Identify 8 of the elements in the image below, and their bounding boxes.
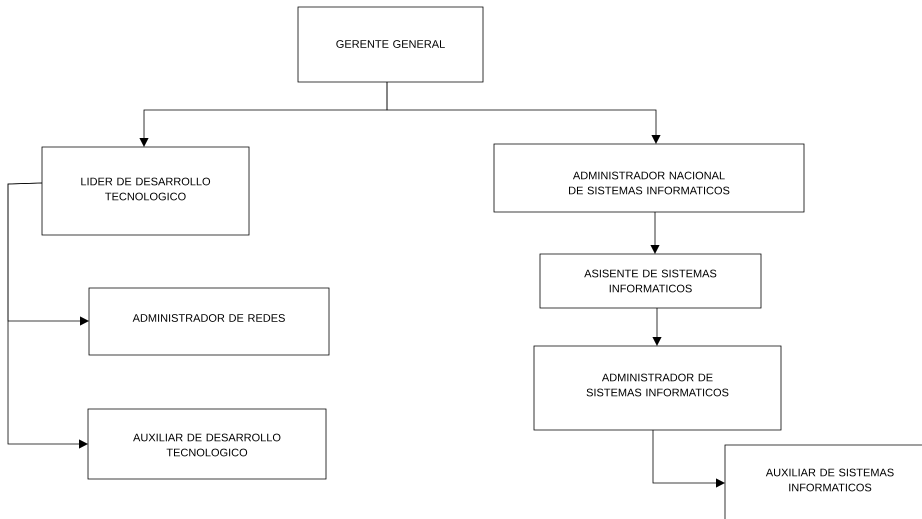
org-box: AUXILIAR DE SISTEMAS INFORMATICOS <box>724 444 922 519</box>
org-box: ASISENTE DE SISTEMAS INFORMATICOS <box>540 254 762 308</box>
org-box: ADMINISTRADOR NACIONAL DE SISTEMAS INFORMATICOS <box>494 144 804 212</box>
org-box: ADMINISTRADOR DE REDES <box>88 288 330 356</box>
org-box: AUXILIAR DE DESARROLLO TECNOLOGICO <box>88 408 326 480</box>
org-box: LIDER DE DESARROLLO TECNOLOGICO <box>42 146 250 236</box>
org-box: GERENTE GENERAL <box>298 6 484 82</box>
org-box: ADMINISTRADOR DE SISTEMAS INFORMATICOS <box>534 346 782 430</box>
